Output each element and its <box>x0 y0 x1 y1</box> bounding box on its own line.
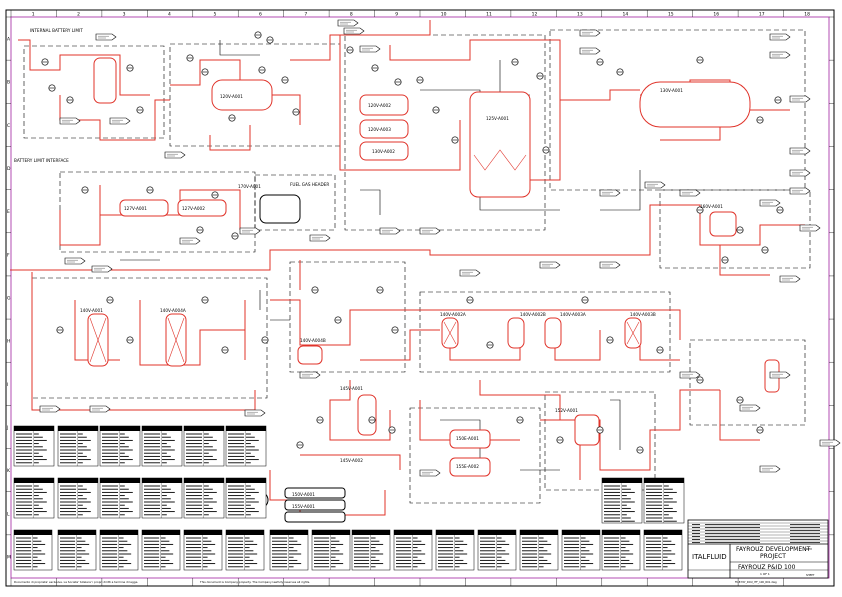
grid-column-label: 15 <box>668 12 674 18</box>
grid-row-label: C <box>7 123 10 129</box>
title-project-line2: PROJECT <box>760 553 786 560</box>
grid-column-label: 17 <box>759 12 765 18</box>
grid-column-label: 11 <box>486 12 492 18</box>
grid-row-label: H <box>7 339 10 345</box>
vessel-label: 130V-A002 <box>372 149 395 154</box>
grid-row-label: L <box>7 511 10 517</box>
grid-row-label: A <box>7 37 11 43</box>
title-rev-label: REV <box>806 547 813 551</box>
grid-column-label: 13 <box>577 12 583 18</box>
title-file-ref: FILE:FAY_ROU_ITF_100_R01.dwg <box>735 580 777 584</box>
vessel-label: 145V-A002 <box>340 458 363 463</box>
grid-row-label: G <box>7 296 11 302</box>
vessel-label: 140V-A002A <box>440 312 466 317</box>
grid-row-label: B <box>7 80 10 86</box>
offsheet-connectors <box>39 19 841 477</box>
equipment <box>87 57 780 523</box>
vessel-label: 127V-A002 <box>182 206 205 211</box>
vessel-label: 140V-A004A <box>160 308 186 313</box>
vessel-label: 155V-A001 <box>292 504 315 509</box>
equipment-data-tables <box>13 425 685 571</box>
title-sheet-value: 1 OF 1 <box>760 572 770 576</box>
grid-column-label: 2 <box>77 12 80 18</box>
grid-row-label: I <box>7 382 8 388</box>
vessel-label: 145V-A001 <box>340 386 363 391</box>
vessel-label: 130V-A001 <box>660 88 683 93</box>
grid-column-label: 7 <box>304 12 307 18</box>
grid-column-label: 1 <box>32 12 35 18</box>
grid-column-label: 4 <box>168 12 171 18</box>
title-project-line1: FAYROUZ DEVELOPMENT <box>736 546 811 553</box>
grid-column-label: 5 <box>214 12 217 18</box>
title-drawing-title: FAYROUZ P&ID 100 <box>738 564 796 571</box>
grid-row-label: K <box>7 468 11 474</box>
process-lines <box>10 20 805 521</box>
grid-row-label: F <box>7 252 10 258</box>
vessel-labels: INTERNAL BATTERY LIMIT BATTERY LIMIT INT… <box>14 28 723 509</box>
grid-row-label: J <box>6 425 8 431</box>
vessel-label: 140V-A004B <box>300 338 326 343</box>
grid-column-label: 6 <box>259 12 262 18</box>
vessel-label: 140V-A001 <box>80 308 103 313</box>
vessel-label: 120V-A003 <box>368 127 391 132</box>
footer-note-left: Documento di proprieta' esclusiva. La So… <box>14 580 138 584</box>
vessel-label: 125V-A001 <box>486 116 509 121</box>
grid-row-label: M <box>7 554 11 560</box>
grid-row-labels: A B C D E F G H I J K L M <box>6 16 834 560</box>
vessel-label: 120V-A001 <box>220 94 243 99</box>
footer-note-right: This document is Company property. The C… <box>199 580 310 584</box>
vessel-label: 170V-A001 <box>238 184 261 189</box>
vessel-label: 140V-A003B <box>630 312 656 317</box>
grid-column-label: 14 <box>623 12 629 18</box>
grid-column-label: 8 <box>350 12 353 18</box>
vessel-label: 150V-A001 <box>292 492 315 497</box>
label-internal-battery-limit: INTERNAL BATTERY LIMIT <box>30 28 83 33</box>
title-block: ITALFLUID FAYROUZ DEVELOPMENT PROJECT FA… <box>687 519 829 584</box>
label-fuel-gas-header: FUEL GAS HEADER <box>290 182 329 187</box>
title-sheet-label: SHEET <box>806 573 815 577</box>
vessel-label: 155E-A002 <box>456 464 479 469</box>
vessel-label: 127V-A001 <box>124 206 147 211</box>
vessel-label: 152V-A001 <box>555 408 578 413</box>
grid-row-label: E <box>7 209 10 215</box>
title-company: ITALFLUID <box>692 553 727 561</box>
grid-column-label: 18 <box>804 12 810 18</box>
instrument-bubbles <box>41 31 784 454</box>
vessel-label: 140V-A002B <box>520 312 546 317</box>
vessel-label: 160V-A001 <box>700 204 723 209</box>
grid-column-label: 12 <box>532 12 538 18</box>
grid-column-label: 16 <box>713 12 719 18</box>
grid-column-label: 3 <box>123 12 126 18</box>
packed-bed-marks <box>89 149 640 363</box>
vessel-label: 140V-A003A <box>560 312 586 317</box>
label-battery-limit-interface: BATTERY LIMIT INTERFACE <box>14 158 69 163</box>
grid-column-label: 9 <box>395 12 398 18</box>
vessel-label: 150E-A001 <box>456 436 479 441</box>
vessel-label: 120V-A002 <box>368 103 391 108</box>
grid-column-label: 10 <box>441 12 447 18</box>
grid-row-label: D <box>7 166 11 172</box>
